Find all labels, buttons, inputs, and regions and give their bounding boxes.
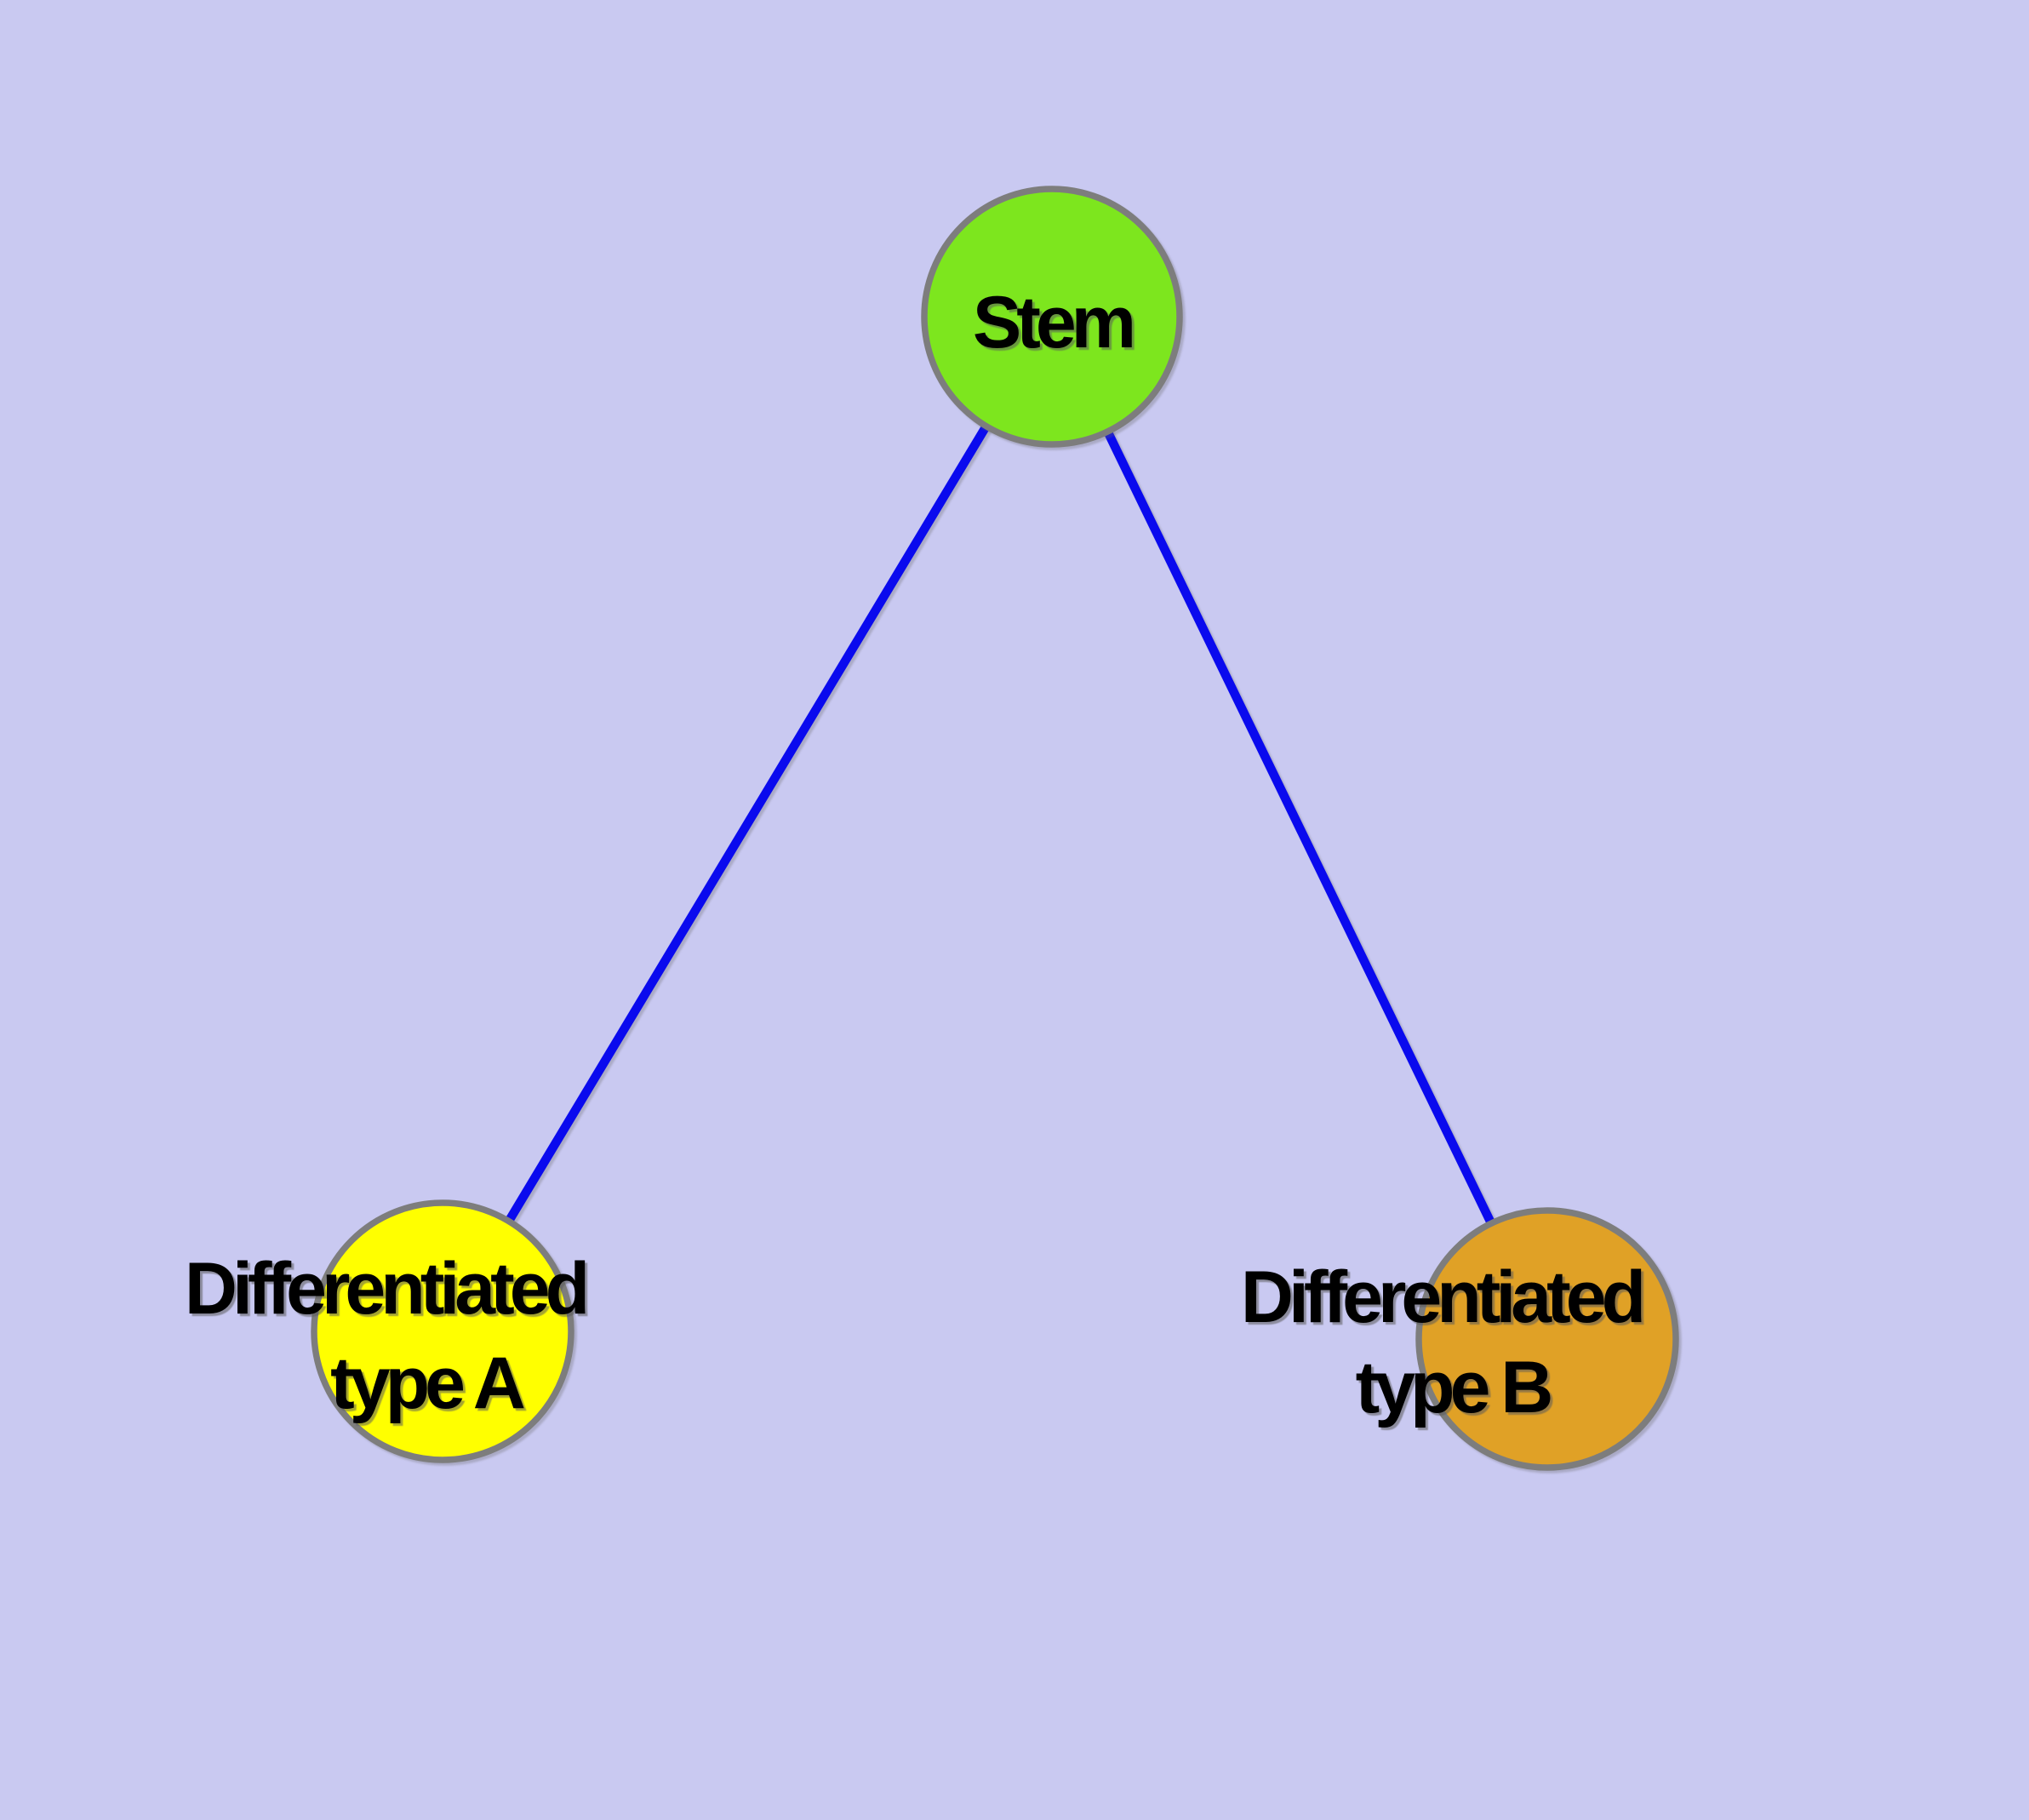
- edge-stem-to-type-b: [1048, 314, 1552, 1342]
- node-type-b-label-line1: Differentiated: [1241, 1256, 1642, 1338]
- node-stem-label: Stem: [973, 282, 1133, 363]
- node-type-a-label-line1: Differentiated: [185, 1248, 586, 1330]
- node-differentiated-type-a: [311, 1199, 574, 1463]
- node-differentiated-type-b: [1415, 1207, 1679, 1471]
- node-type-a-label-line2: type A: [330, 1342, 524, 1424]
- node-stem: [921, 186, 1183, 448]
- edge-stem-to-type-a: [438, 314, 1056, 1334]
- node-type-b-label-line2: type B: [1356, 1347, 1552, 1428]
